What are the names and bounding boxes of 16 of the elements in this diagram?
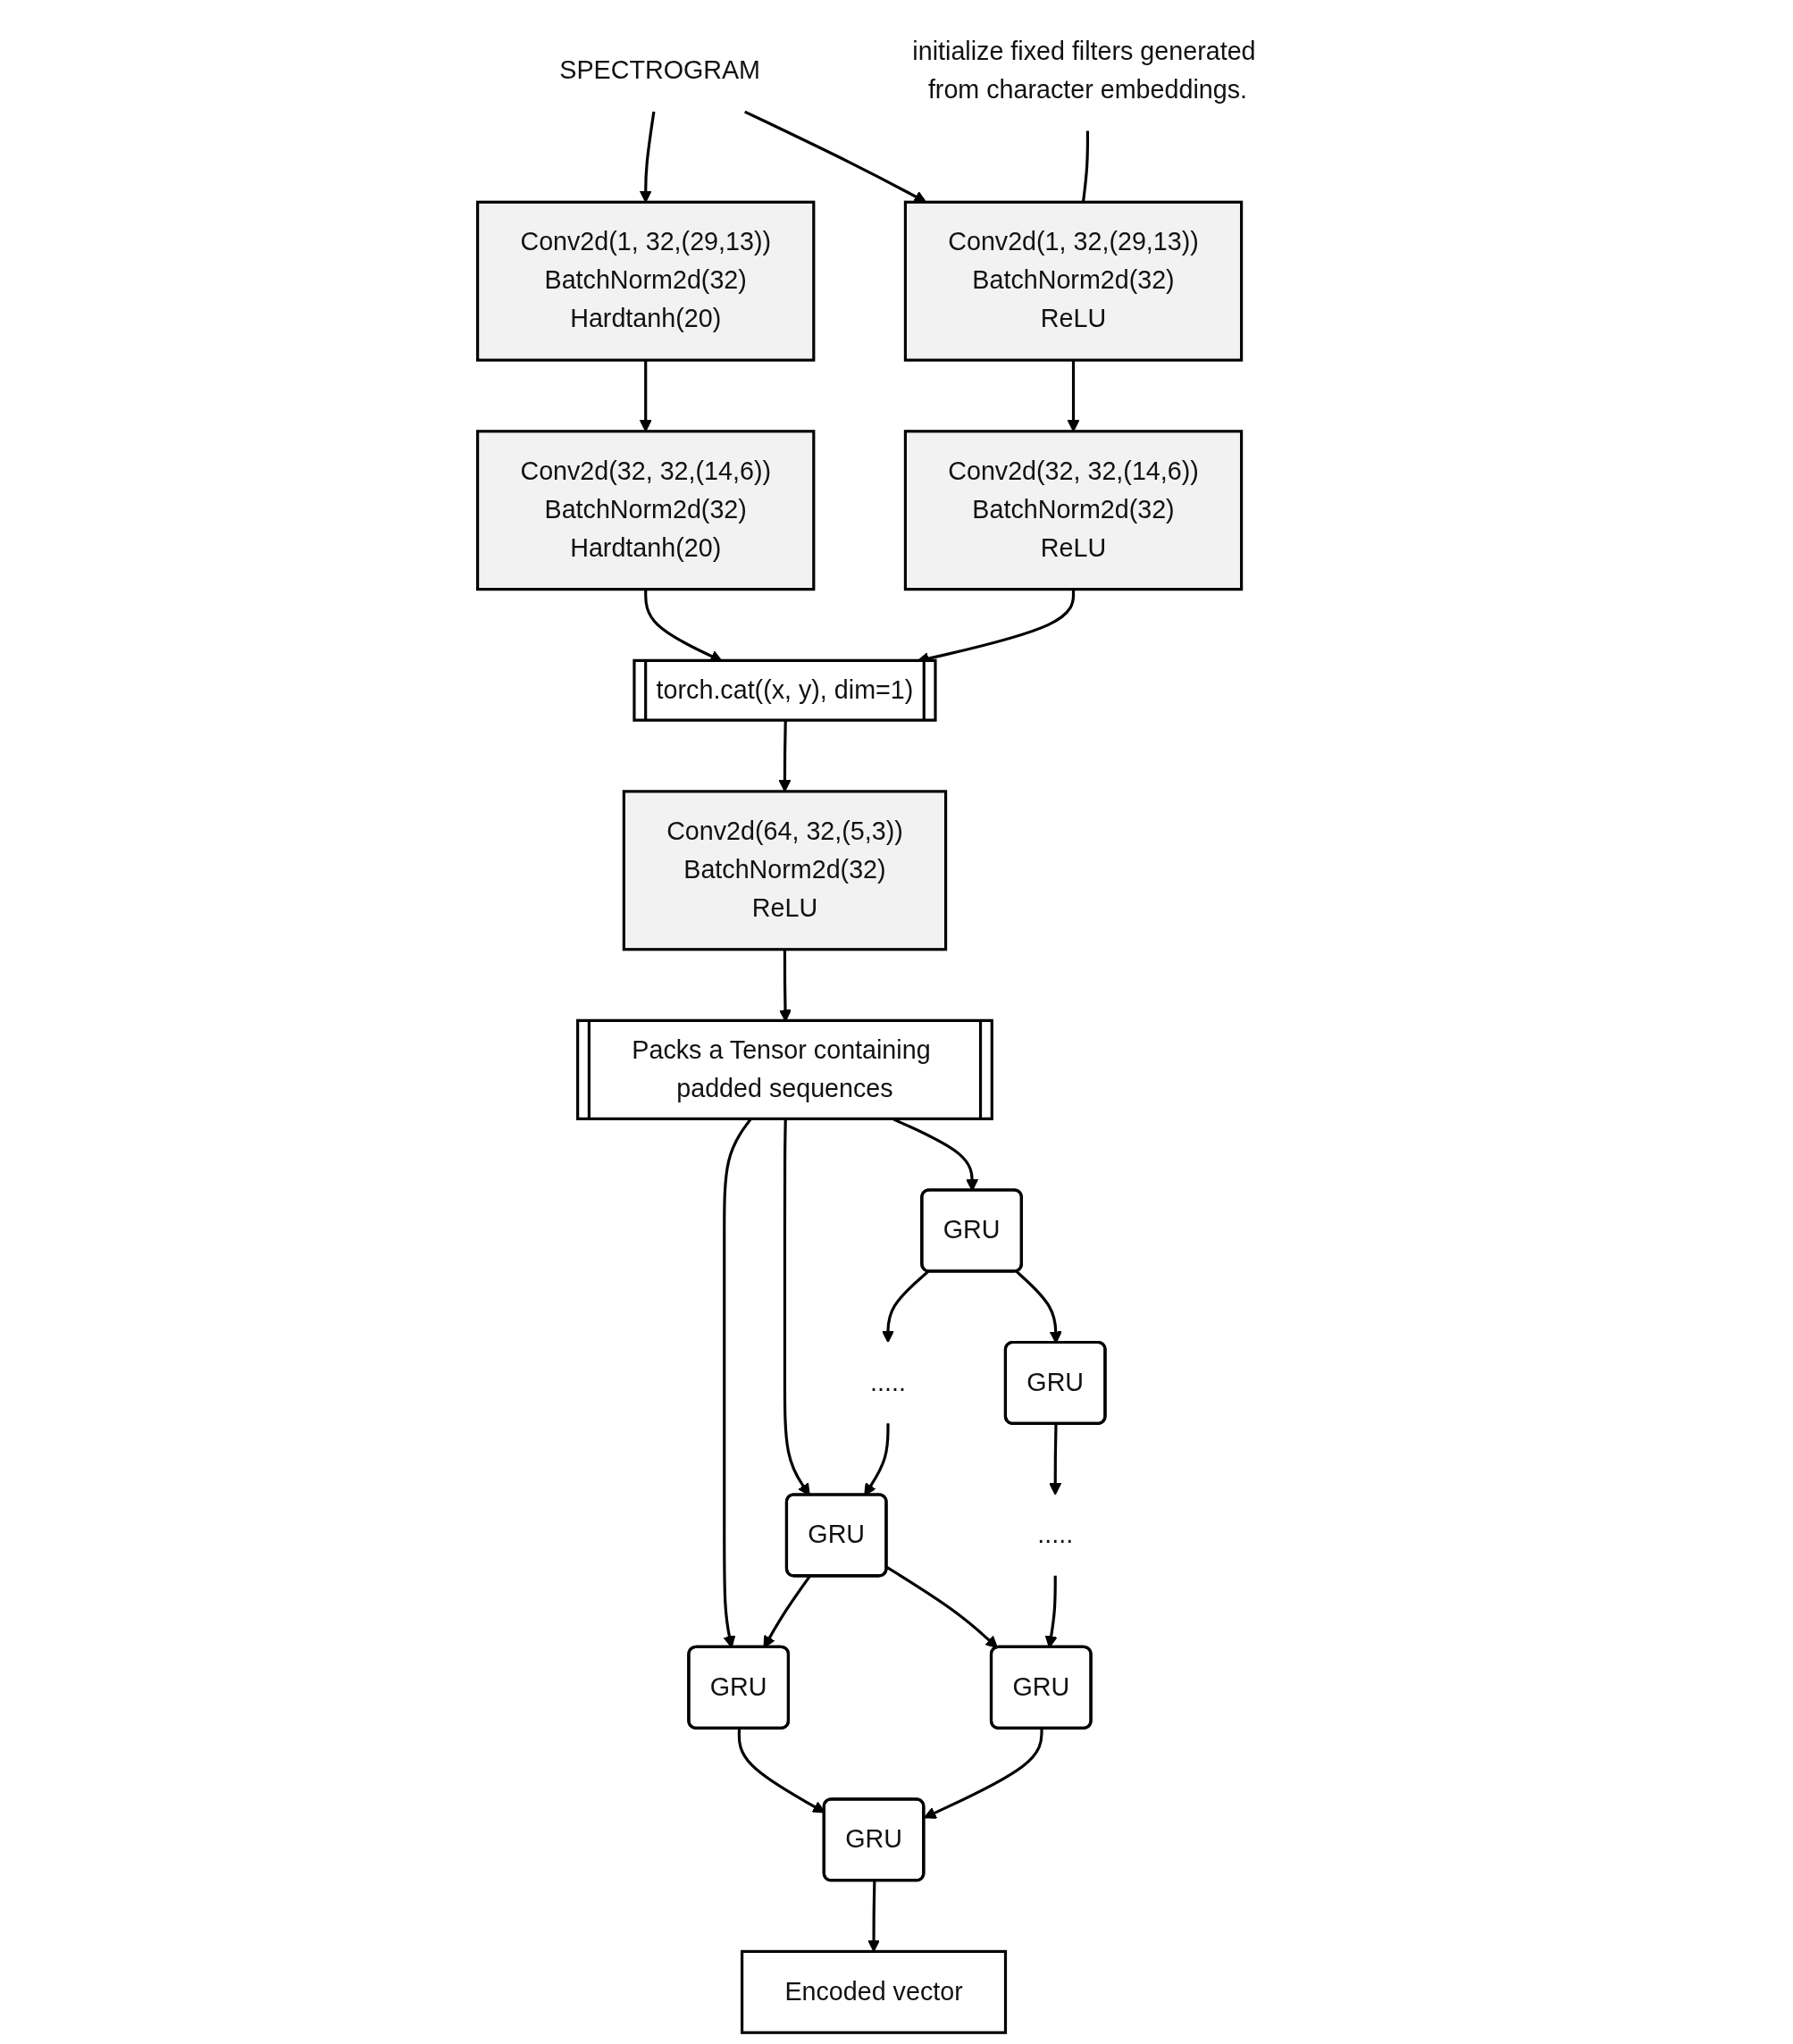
node-text: initialize fixed filters generated from character embeddings.: [912, 37, 1256, 105]
connector: [1081, 130, 1090, 203]
node-box: Conv2d(1, 32,(29,13)) BatchNorm2d(32) Hardtanh(20): [476, 200, 816, 362]
node-box: Conv2d(32, 32,(14,6)) BatchNorm2d(32) Hardtanh(20): [476, 430, 816, 591]
node-text: SPECTROGRAM: [559, 55, 760, 85]
node-box: Conv2d(1, 32,(29,13)) BatchNorm2d(32) ReLU: [903, 200, 1244, 362]
arrow: [639, 111, 656, 203]
arrow: [744, 110, 927, 203]
arrow: [924, 1729, 1043, 1819]
node-box: Conv2d(32, 32,(14,6)) BatchNorm2d(32) ReLU: [903, 430, 1244, 591]
node-box: Encoded vector: [741, 1949, 1008, 2034]
arrow: [881, 1270, 929, 1344]
arrow: [1049, 1424, 1062, 1495]
node-text: .....: [870, 1368, 906, 1397]
node-box: Conv2d(64, 32,(5,3)) BatchNorm2d(32) ReLU: [622, 790, 948, 951]
node-text: .....: [1037, 1520, 1074, 1549]
